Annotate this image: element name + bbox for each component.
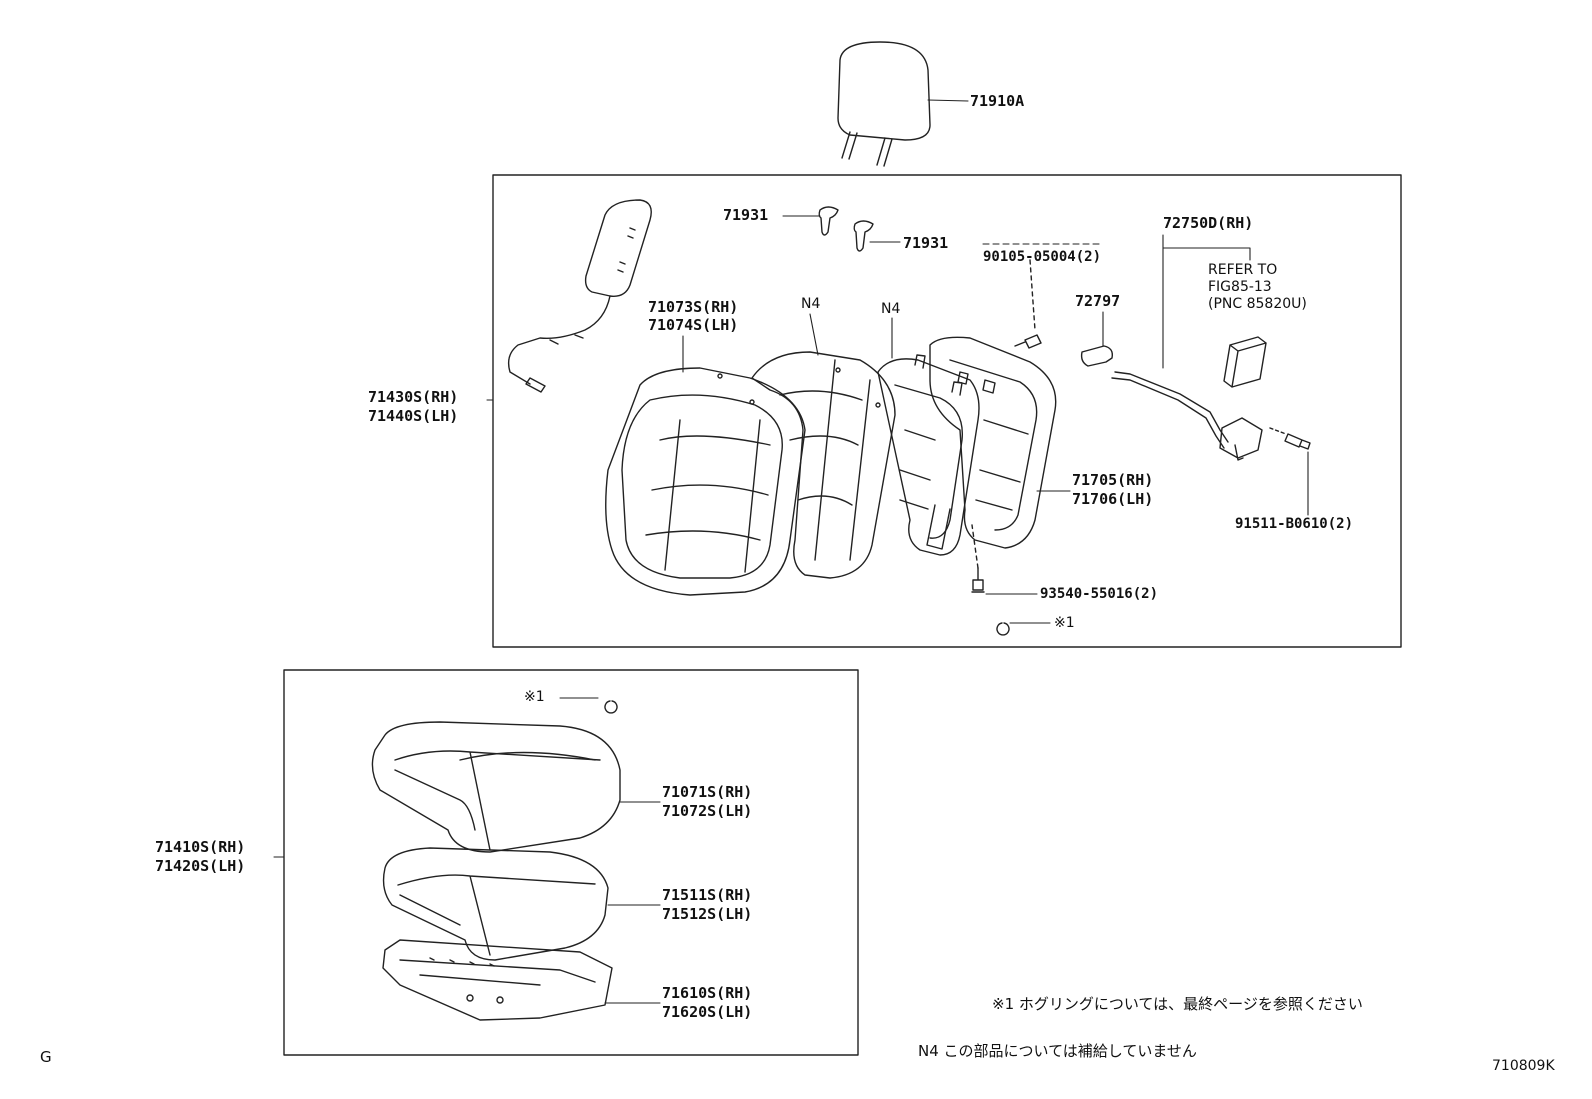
label-back-assy-lh[interactable]: 71440S(LH) xyxy=(368,407,459,425)
seatback-frame-drawing xyxy=(877,354,980,556)
clip-drawing-a xyxy=(818,206,839,236)
label-n4-b: N4 xyxy=(881,301,901,317)
label-back-frame-rh[interactable]: 71705(RH) xyxy=(1072,471,1154,489)
label-rod[interactable]: 72750D(RH) xyxy=(1163,214,1254,232)
hog-ring-lower-icon xyxy=(604,700,618,714)
bolt-lower-drawing xyxy=(971,524,985,593)
label-headrest[interactable]: 71910A xyxy=(970,92,1025,110)
side-airbag-drawing xyxy=(507,199,652,393)
label-ring-lower: ※1 xyxy=(524,689,545,705)
corner-left-mark: G xyxy=(40,1048,52,1066)
seatback-pad-drawing xyxy=(751,351,896,579)
seatback-group-frame xyxy=(492,174,1402,648)
label-cush-assy-lh[interactable]: 71420S(LH) xyxy=(155,857,246,875)
corner-figure-id: 710809K xyxy=(1492,1058,1555,1074)
label-clip-b[interactable]: 71931 xyxy=(903,234,949,252)
label-clip-a[interactable]: 71931 xyxy=(723,206,769,224)
label-back-cover-lh[interactable]: 71074S(LH) xyxy=(648,316,739,334)
label-cush-pad-lh[interactable]: 71512S(LH) xyxy=(662,905,753,923)
label-refer-2: FIG85-13 xyxy=(1208,279,1272,295)
cushion-frame-drawing xyxy=(382,939,613,1021)
label-cush-assy-rh[interactable]: 71410S(RH) xyxy=(155,838,246,856)
label-ring-upper: ※1 xyxy=(1054,615,1075,631)
label-bracket[interactable]: 72797 xyxy=(1075,292,1121,310)
label-refer-1: REFER TO xyxy=(1208,262,1278,278)
label-bolt-upper[interactable]: 90105-05004(2) xyxy=(983,249,1102,265)
label-cush-cover-rh[interactable]: 71071S(RH) xyxy=(662,783,753,801)
label-back-cover-rh[interactable]: 71073S(RH) xyxy=(648,298,739,316)
clip-drawing-b xyxy=(853,220,874,252)
label-cush-pad-rh[interactable]: 71511S(RH) xyxy=(662,886,753,904)
label-screw[interactable]: 91511-B0610(2) xyxy=(1235,516,1354,532)
label-cush-cover-lh[interactable]: 71072S(LH) xyxy=(662,802,753,820)
note-hog-ring: ※1 ホグリングについては、最終ページを参照ください xyxy=(992,995,1363,1013)
seatback-cover-drawing xyxy=(605,367,806,596)
cushion-pad-drawing xyxy=(382,847,609,961)
label-n4-a: N4 xyxy=(801,296,821,312)
label-back-assy-rh[interactable]: 71430S(RH) xyxy=(368,388,459,406)
bracket-drawing xyxy=(1080,345,1114,367)
rod-drawing xyxy=(1111,371,1263,461)
label-back-frame-lh[interactable]: 71706(LH) xyxy=(1072,490,1154,508)
cushion-cover-drawing xyxy=(371,721,621,853)
cushion-group-frame xyxy=(283,669,859,1056)
screw-drawing xyxy=(1269,427,1311,450)
seatback-board-drawing xyxy=(929,336,1057,549)
label-refer-3: (PNC 85820U) xyxy=(1208,296,1307,312)
label-cush-frame-lh[interactable]: 71620S(LH) xyxy=(662,1003,753,1021)
label-cush-frame-rh[interactable]: 71610S(RH) xyxy=(662,984,753,1002)
headrest-drawing xyxy=(837,41,931,167)
referred-part-drawing xyxy=(1223,336,1267,388)
hog-ring-upper-icon xyxy=(996,622,1010,636)
leader-lines xyxy=(273,99,1309,1004)
note-n4: N4 この部品については補給していません xyxy=(918,1042,1197,1060)
bolt-upper-drawing xyxy=(1014,259,1042,349)
label-bolt-lower[interactable]: 93540-55016(2) xyxy=(1040,586,1159,602)
